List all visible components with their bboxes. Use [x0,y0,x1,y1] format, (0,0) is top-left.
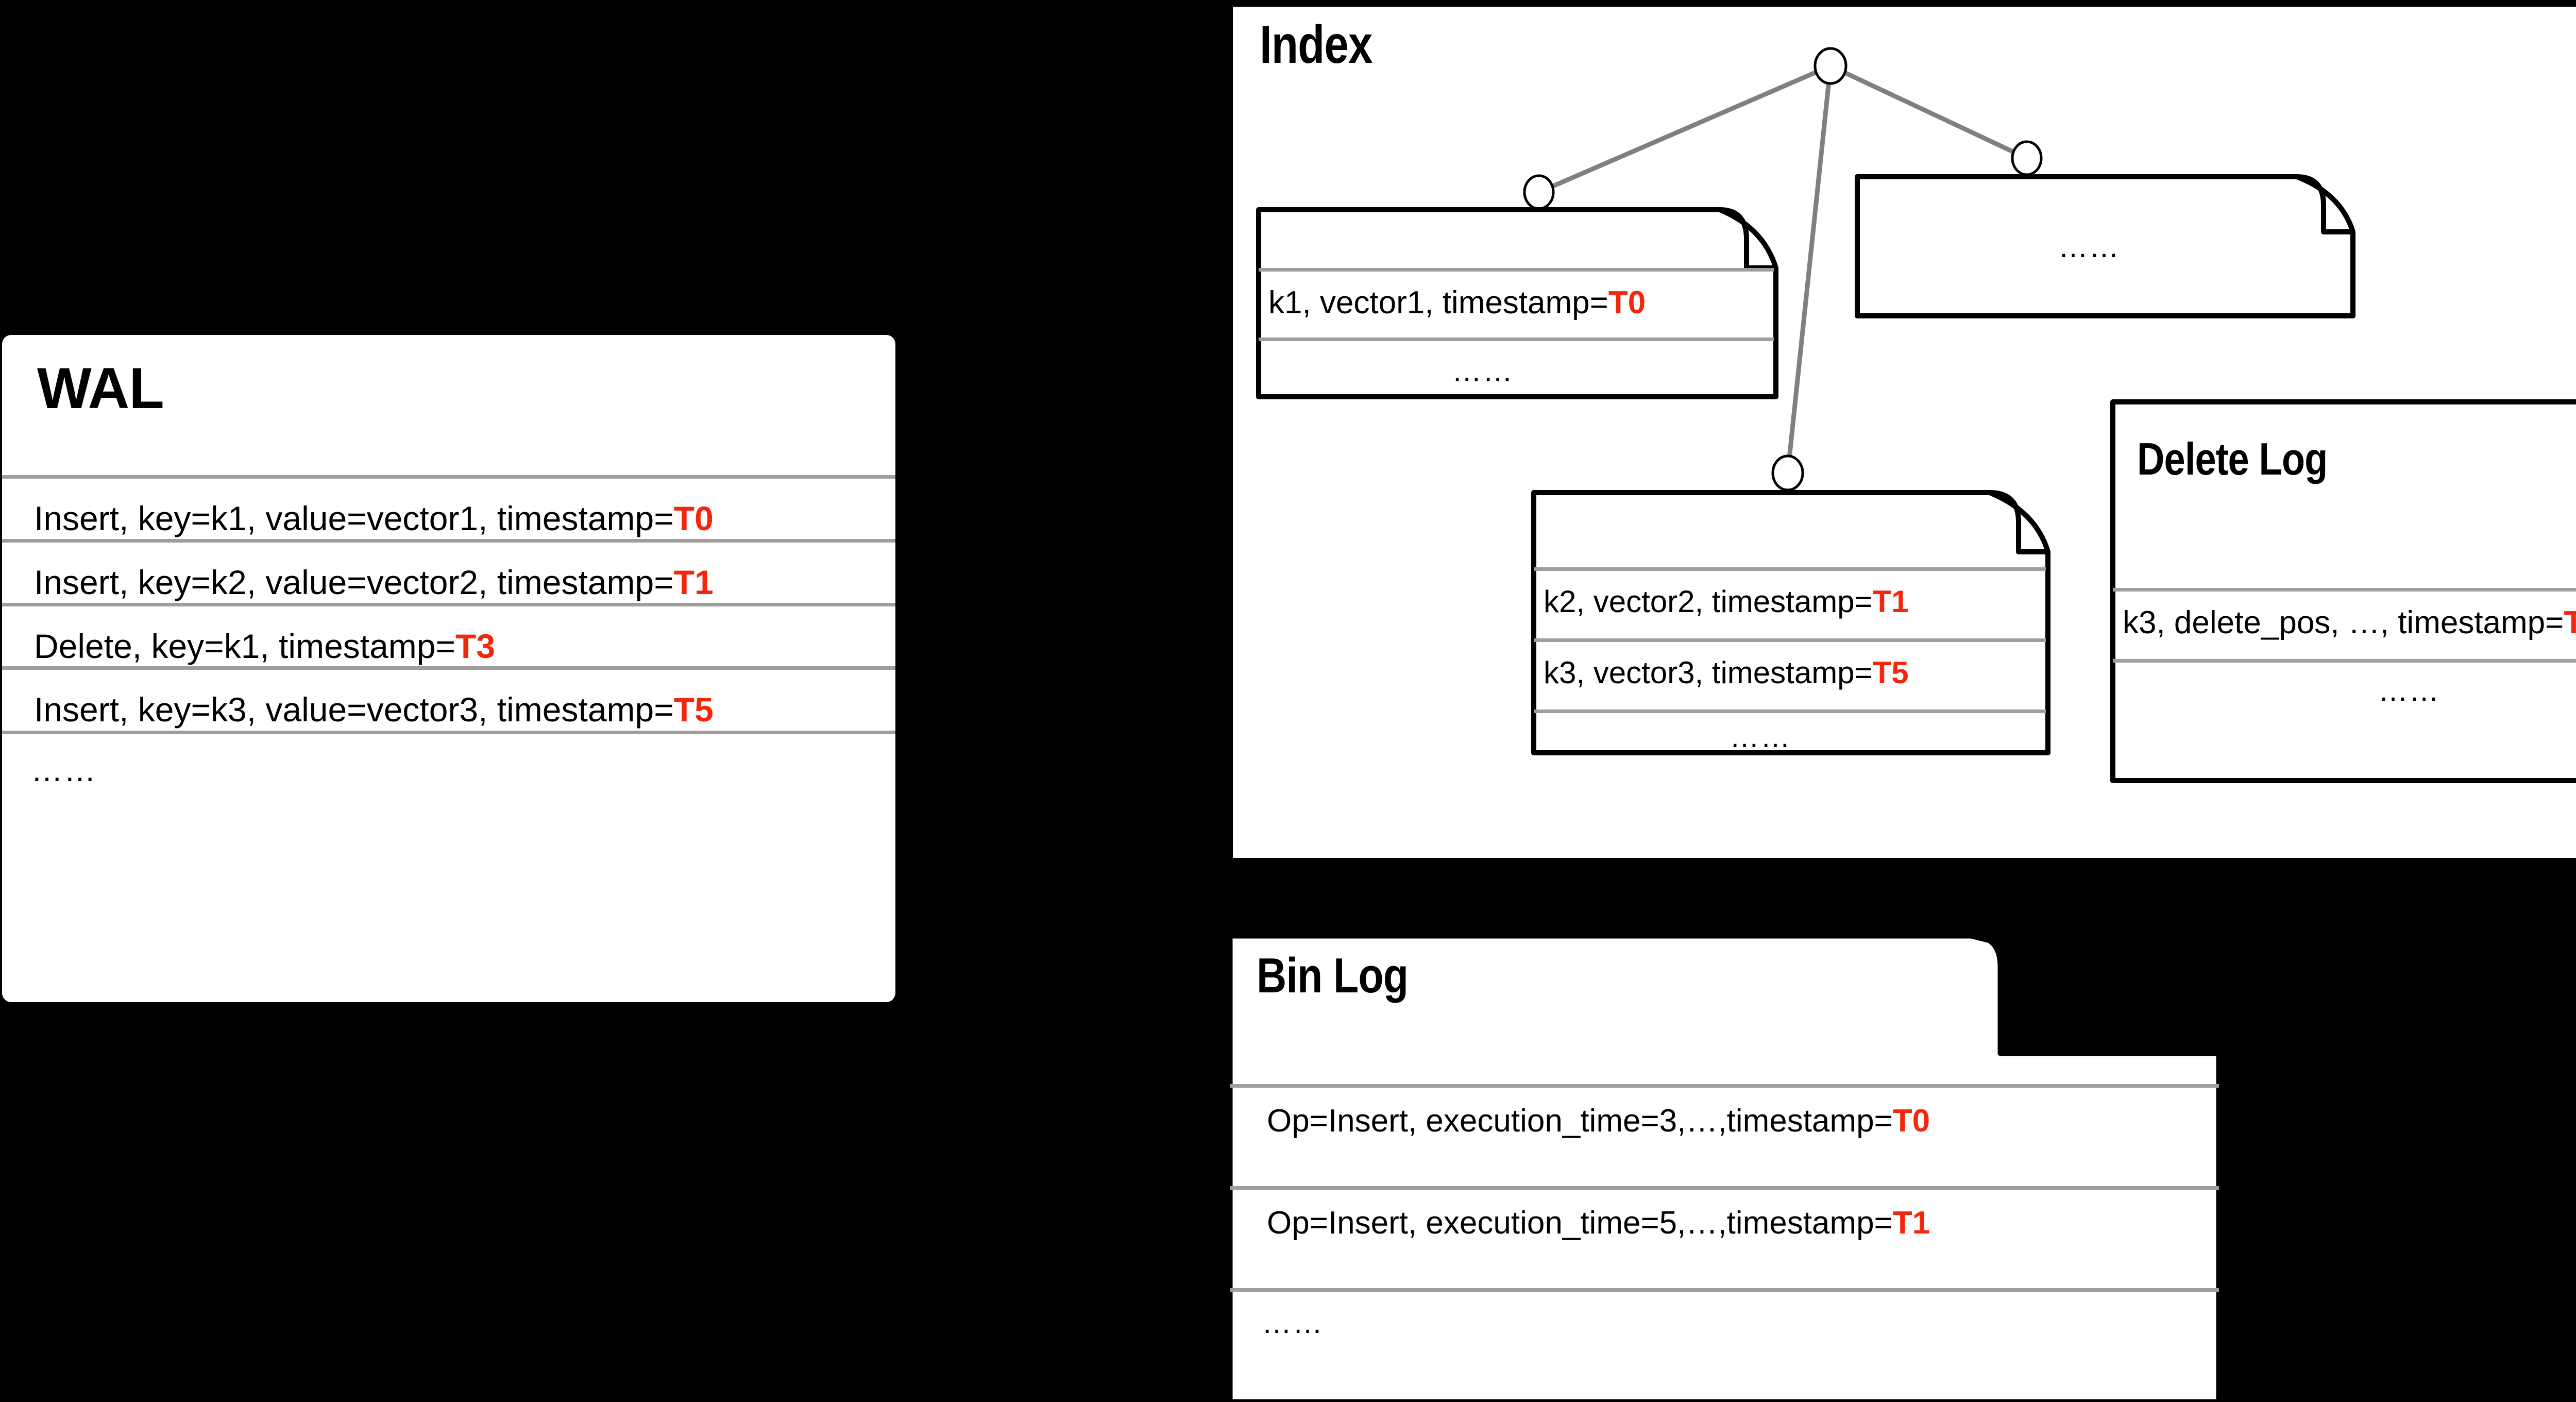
bin-log-row-0-text: Op=Insert, execution_time=3,…,timestamp= [1267,1103,1893,1139]
bin-log-row-separator [1230,1288,2219,1292]
leaf-card-k2-k3-row-0: k2, vector2, timestamp=T1 [1544,584,1909,619]
card-row-separator [2113,588,2576,592]
index-panel: Index k1, vector1, timestamp=T0 …… [1233,7,2576,858]
wal-row-separator [2,731,895,734]
tree-node-root [1814,47,1848,85]
card-row-separator [2113,659,2576,663]
wal-panel: WAL Insert, key=k1, value=vector1, times… [2,335,895,1002]
wal-row-2-timestamp: T3 [455,627,496,665]
tree-node-right-child [2011,140,2043,176]
card-shape [1227,933,2222,1402]
wal-row-1: Insert, key=k2, value=vector2, timestamp… [34,563,714,602]
delete-log-title: Delete Log [2137,433,2328,484]
wal-row-3-text: Insert, key=k3, value=vector3, timestamp… [34,690,674,729]
tree-node-bottom-child [1771,454,1804,492]
leaf-card-ellipsis: …… [1855,174,2355,318]
leaf-card-k1-row-0-timestamp: T0 [1608,285,1646,320]
delete-log-row-0: k3, delete_pos, …, timestamp=T3 [2123,604,2576,641]
tree-edge-root-bottom [1785,65,1833,474]
leaf-card-k2-k3-row-1-text: k3, vector3, timestamp= [1544,655,1873,690]
wal-row-0-timestamp: T0 [673,499,714,537]
bin-log-row-separator [1230,1186,2219,1190]
leaf-card-k2-k3-row-1-timestamp: T5 [1872,655,1909,690]
wal-row-separator [2,539,895,543]
bin-log-row-0: Op=Insert, execution_time=3,…,timestamp=… [1267,1103,1930,1139]
delete-log-card: Delete Log k3, delete_pos, …, timestamp=… [2110,399,2576,783]
bin-log-panel: Bin Log Op=Insert, execution_time=3,…,ti… [1227,933,2227,1402]
wal-row-4-ellipsis: …… [31,753,97,788]
card-shape [1256,207,1778,399]
wal-row-3: Insert, key=k3, value=vector3, timestamp… [34,690,714,729]
bin-log-title: Bin Log [1257,948,1409,1003]
tree-edge-root-right [1829,63,2028,161]
tree-node-left-child [1523,174,1555,210]
leaf-card-k2-k3-row-1: k3, vector3, timestamp=T5 [1544,655,1909,690]
delete-log-row-0-timestamp: T3 [2564,605,2576,640]
wal-row-1-timestamp: T1 [673,563,714,601]
bin-log-row-separator [1230,1084,2219,1088]
card-row-separator [1259,337,1774,341]
bin-log-row-0-timestamp: T0 [1892,1103,1930,1139]
bin-log-row-2-ellipsis: …… [1262,1306,1324,1340]
bin-log-row-1-text: Op=Insert, execution_time=5,…,timestamp= [1267,1205,1893,1241]
wal-row-separator [2,475,895,479]
leaf-card-k1-row-0: k1, vector1, timestamp=T0 [1268,284,1646,321]
delete-log-row-0-text: k3, delete_pos, …, timestamp= [2123,605,2564,640]
wal-row-0: Insert, key=k1, value=vector1, timestamp… [34,499,714,538]
card-row-separator [1534,638,2046,642]
index-title: Index [1260,15,1372,75]
wal-row-2-text: Delete, key=k1, timestamp= [34,627,456,665]
wal-row-3-timestamp: T5 [673,690,714,729]
tree-edge-root-left [1538,63,1832,195]
leaf-card-k1-row-1-ellipsis: …… [1452,354,1514,388]
leaf-card-k2-k3-row-0-timestamp: T1 [1872,584,1909,619]
wal-title: WAL [37,356,164,420]
card-row-separator [1259,268,1774,272]
leaf-card-ellipsis-row-0: …… [2058,230,2120,264]
leaf-card-k2-k3: k2, vector2, timestamp=T1 k3, vector3, t… [1531,490,2051,755]
leaf-card-k1: k1, vector1, timestamp=T0 …… [1256,207,1778,399]
card-shape [1531,490,2051,755]
bin-log-row-1-timestamp: T1 [1892,1205,1930,1241]
wal-row-separator [2,666,895,670]
card-row-separator [1534,567,2046,571]
wal-row-separator [2,603,895,606]
wal-row-2: Delete, key=k1, timestamp=T3 [34,627,495,666]
bin-log-row-1: Op=Insert, execution_time=5,…,timestamp=… [1267,1205,1930,1241]
leaf-card-k2-k3-row-2-ellipsis: …… [1730,720,1791,754]
wal-row-1-text: Insert, key=k2, value=vector2, timestamp… [34,563,674,601]
card-shape [1855,174,2355,318]
leaf-card-k1-row-0-text: k1, vector1, timestamp= [1268,285,1608,320]
wal-row-0-text: Insert, key=k1, value=vector1, timestamp… [34,499,674,537]
delete-log-row-1-ellipsis: …… [2378,674,2440,707]
leaf-card-k2-k3-row-0-text: k2, vector2, timestamp= [1544,584,1873,619]
card-row-separator [1534,710,2046,713]
